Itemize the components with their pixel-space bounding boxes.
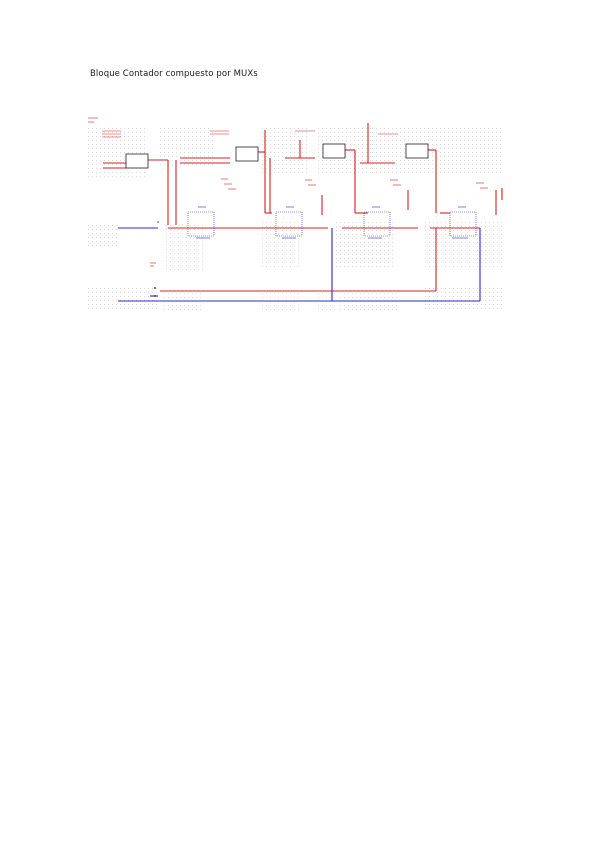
mux-2: [235, 146, 259, 162]
mux-3: [322, 143, 346, 159]
flipflop-2: [275, 211, 303, 239]
label-marks: [88, 117, 488, 267]
grid-dots: [88, 128, 502, 310]
flipflop-3: [363, 211, 391, 239]
page-title: Bloque Contador compuesto por MUXs: [90, 69, 258, 79]
flipflop-4: [449, 211, 477, 239]
blue-wires: [118, 227, 481, 302]
mux-1: [125, 153, 149, 169]
junction-marks: [154, 221, 159, 297]
red-wires: [103, 123, 503, 292]
mux-4: [405, 143, 429, 159]
flipflop-1: [187, 211, 215, 239]
